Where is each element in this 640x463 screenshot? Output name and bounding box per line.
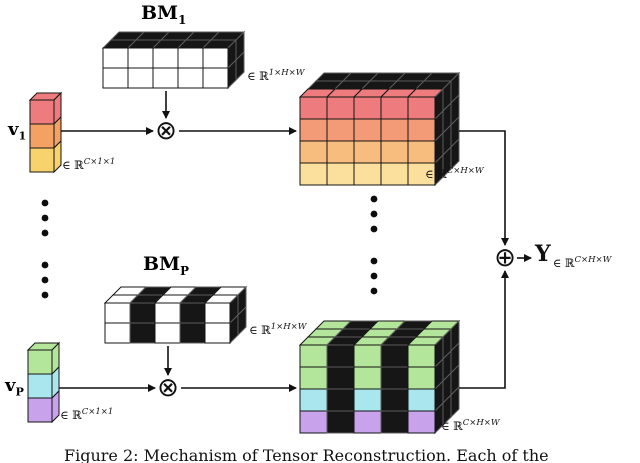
vp-label: vP (5, 377, 24, 398)
output-label-base: Y (535, 241, 551, 267)
vp-dimension: ∈ ℝC×1×1 (60, 407, 114, 422)
vp-label-base: v (5, 375, 16, 396)
tensorp-dimension: ∈ ℝC×H×W (441, 418, 500, 433)
bm1-label: BM1 (141, 4, 186, 27)
bmp-label: BMP (143, 255, 189, 278)
v1-label: v1 (8, 121, 26, 142)
tensor1-in-symbol: ∈ ℝ (425, 166, 447, 181)
mask1-in-symbol: ∈ ℝ (247, 68, 269, 83)
binary-mask-P (103, 285, 248, 345)
arrows (59, 91, 532, 392)
v1-label-base: v (8, 119, 19, 140)
ellipsis-middle-top-icon (370, 195, 378, 233)
ellipsis-left-top-icon (41, 199, 49, 237)
figure-caption: Figure 2: Mechanism of Tensor Reconstruc… (64, 446, 549, 463)
output-label: Y∈ ℝC×H×W (535, 243, 611, 270)
output-tensor-P (298, 319, 461, 435)
output-label-subscript: ∈ ℝC×H×W (553, 256, 612, 270)
vector-1 (28, 91, 63, 174)
tensorp-in-symbol: ∈ ℝ (441, 418, 463, 433)
multiply-glyph-2: ⊗ (157, 373, 179, 403)
bmp-label-base: BM (143, 253, 181, 275)
mask1-dimension: ∈ ℝ1×H×W (247, 68, 305, 83)
vp-in-symbol: ∈ ℝ (60, 407, 82, 422)
connector-tensor1-to-add (459, 130, 509, 246)
multiply-glyph-1: ⊗ (155, 116, 177, 146)
tensorp-dim-text: C×H×W (462, 418, 500, 428)
bm1-label-sub: 1 (178, 12, 187, 27)
add-operator-icon: ⊕ (490, 243, 520, 273)
bm1-label-base: BM (141, 2, 179, 24)
v1-dim-text: C×1×1 (83, 157, 116, 167)
vector-P (26, 341, 61, 424)
multiply-operator-1-icon: ⊗ (151, 116, 181, 146)
tensor1-dimension: ∈ ℝC×H×W (425, 166, 484, 181)
add-glyph: ⊕ (494, 243, 516, 273)
output-dim: C×H×W (574, 255, 612, 266)
v1-label-sub: 1 (18, 129, 27, 143)
bmp-label-sub: P (180, 263, 189, 278)
maskp-dimension: ∈ ℝ1×H×W (249, 322, 307, 337)
mask1-dim-text: 1×H×W (268, 68, 305, 78)
output-tensor-1 (298, 71, 461, 187)
connector-tensorp-to-add (459, 270, 509, 389)
v1-in-symbol: ∈ ℝ (62, 157, 84, 172)
vp-label-sub: P (15, 385, 24, 399)
multiply-operator-2-icon: ⊗ (153, 373, 183, 403)
output-in-symbol: ∈ ℝ (552, 256, 575, 270)
vp-dim-text: C×1×1 (81, 407, 114, 417)
maskp-dim-text: 1×H×W (270, 322, 307, 332)
maskp-in-symbol: ∈ ℝ (249, 322, 271, 337)
ellipsis-middle-bottom-icon (370, 257, 378, 295)
v1-dimension: ∈ ℝC×1×1 (62, 157, 116, 172)
binary-mask-1 (101, 30, 246, 90)
ellipsis-left-bottom-icon (41, 261, 49, 299)
tensor1-dim-text: C×H×W (446, 166, 484, 176)
